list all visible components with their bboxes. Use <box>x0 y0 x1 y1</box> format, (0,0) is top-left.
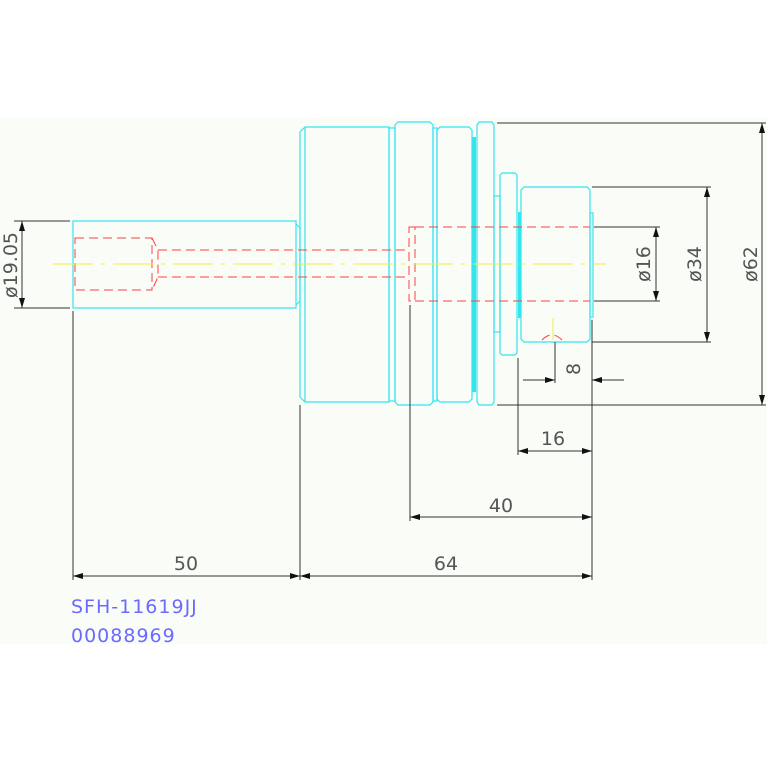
dim-diameter-62: ø62 <box>740 246 762 282</box>
dimension-lines <box>14 122 766 580</box>
part-number: SFH-11619JJ <box>71 596 198 618</box>
part-code: 00088969 <box>71 625 176 647</box>
dim-length-40: 40 <box>489 495 513 517</box>
dim-diameter-19: ø19.05 <box>0 232 22 298</box>
dim-length-50: 50 <box>174 553 198 575</box>
dim-length-16: 16 <box>541 428 565 450</box>
drawing-band <box>0 118 767 644</box>
dim-diameter-34: ø34 <box>684 246 706 282</box>
dim-diameter-16: ø16 <box>633 246 655 282</box>
dim-length-8: 8 <box>563 363 585 375</box>
dim-length-64: 64 <box>434 553 458 575</box>
